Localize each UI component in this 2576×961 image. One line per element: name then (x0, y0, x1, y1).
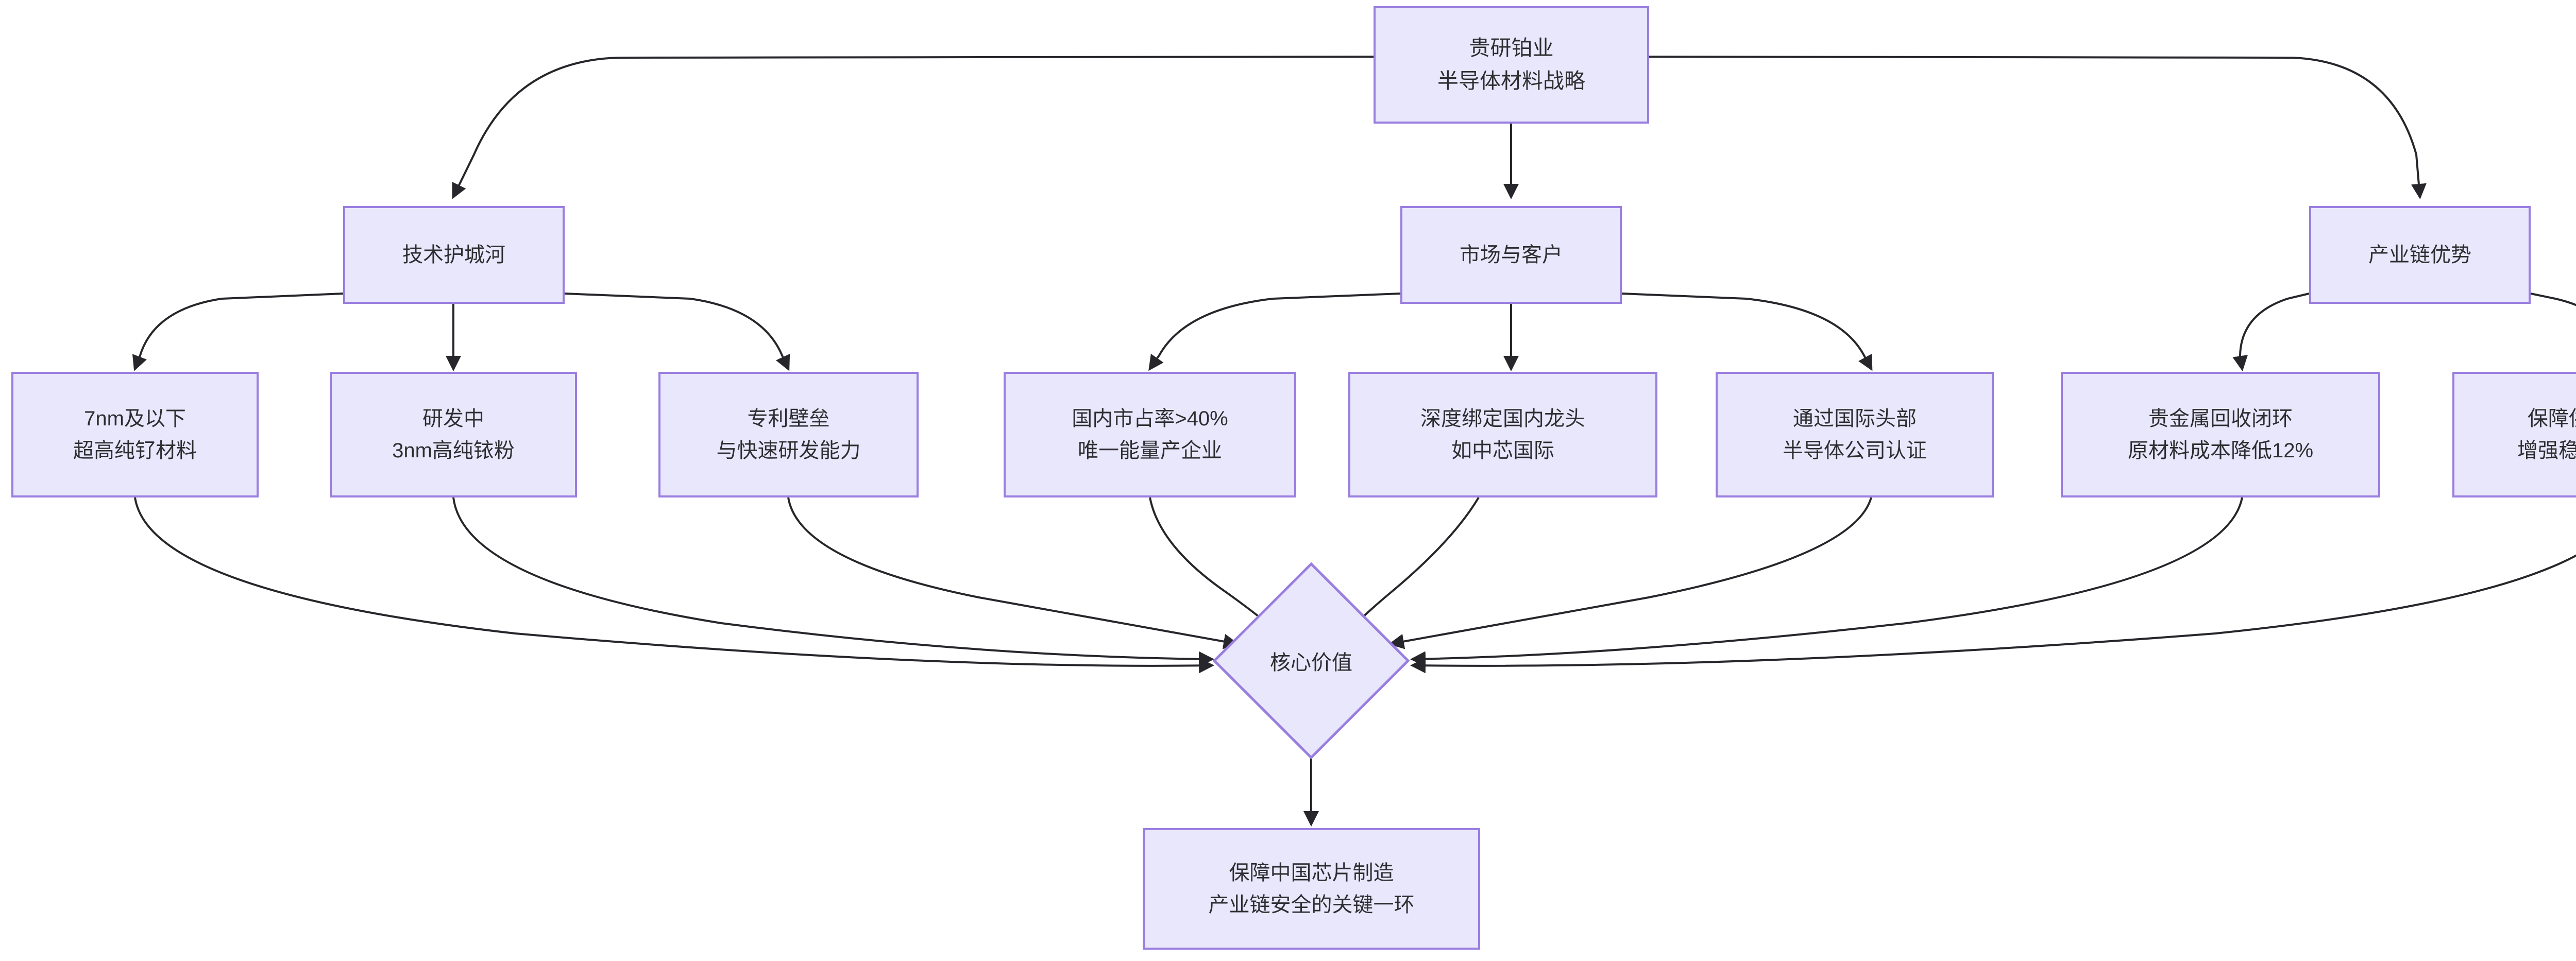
node-leaf-smic[interactable]: 深度绑定国内龙头 如中芯国际 (1348, 372, 1657, 497)
edge-leaf-cert-to-core (1388, 497, 1872, 649)
node-leaf-patent-line1: 专利壁垒 (747, 407, 830, 430)
node-branch-chain[interactable]: 产业链优势 (2309, 206, 2531, 304)
node-leaf-patent-line2: 与快速研发能力 (716, 439, 861, 462)
node-leaf-share[interactable]: 国内市占率>40% 唯一能量产企业 (1004, 372, 1296, 497)
node-branch-market-label: 市场与客户 (1460, 244, 1563, 266)
edge-chain-to-leaf-supply (2530, 293, 2576, 306)
edge-market-to-leaf-cert (1621, 293, 1873, 371)
node-leaf-ru-line2: 超高纯钌材料 (73, 439, 197, 462)
node-leaf-smic-line1: 深度绑定国内龙头 (1420, 407, 1585, 430)
node-leaf-ru[interactable]: 7nm及以下 超高纯钌材料 (11, 372, 259, 497)
node-root[interactable]: 贵研铂业 半导体材料战略 (1374, 6, 1649, 124)
edge-market-to-leaf-share (1148, 293, 1401, 371)
node-outcome-line1: 保障中国芯片制造 (1229, 862, 1394, 884)
node-leaf-cert-line1: 通过国际头部 (1793, 407, 1917, 430)
node-core-value-label: 核心价值 (1270, 651, 1352, 674)
node-branch-chain-label: 产业链优势 (2368, 244, 2471, 266)
edge-root-to-branch-tech (452, 56, 1374, 199)
edge-leaf-ru-to-core (134, 497, 1214, 674)
node-leaf-ir[interactable]: 研发中 3nm高纯铱粉 (330, 372, 577, 497)
node-leaf-share-line2: 唯一能量产企业 (1078, 439, 1222, 462)
node-leaf-recycle-line1: 贵金属回收闭环 (2148, 407, 2293, 430)
node-leaf-smic-line2: 如中芯国际 (1451, 439, 1554, 462)
node-leaf-patent[interactable]: 专利壁垒 与快速研发能力 (658, 372, 919, 497)
node-outcome-line2: 产业链安全的关键一环 (1208, 894, 1415, 916)
node-leaf-recycle[interactable]: 贵金属回收闭环 原材料成本降低12% (2061, 372, 2380, 497)
node-branch-tech-label: 技术护城河 (402, 244, 505, 266)
node-branch-market[interactable]: 市场与客户 (1400, 206, 1622, 304)
node-leaf-share-line1: 国内市占率>40% (1072, 407, 1228, 430)
node-leaf-supply[interactable]: 保障供应链安全 增强稳定性与韧性 (2452, 372, 2576, 497)
node-leaf-cert[interactable]: 通过国际头部 半导体公司认证 (1716, 372, 1994, 497)
node-branch-tech[interactable]: 技术护城河 (343, 206, 565, 304)
diamond-shape (1212, 562, 1410, 760)
node-outcome[interactable]: 保障中国芯片制造 产业链安全的关键一环 (1143, 828, 1480, 950)
edge-root-to-branch-chain (1648, 56, 2427, 199)
node-leaf-ir-line2: 3nm高纯铱粉 (392, 439, 515, 462)
node-core-value[interactable]: 核心价值 (1212, 561, 1411, 760)
edge-leaf-patent-to-core (787, 497, 1239, 649)
node-leaf-cert-line2: 半导体公司认证 (1783, 439, 1927, 462)
node-leaf-recycle-line2: 原材料成本降低12% (2127, 439, 2314, 462)
edge-leaf-supply-to-core (1410, 554, 2576, 674)
edge-leaf-ir-to-core (452, 497, 1214, 667)
node-leaf-ir-line1: 研发中 (422, 407, 484, 430)
node-leaf-supply-line1: 保障供应链安全 (2528, 407, 2576, 430)
node-root-line2: 半导体材料战略 (1437, 69, 1585, 93)
node-root-line1: 贵研铂业 (1469, 36, 1554, 60)
edge-leaf-recycle-to-core (1410, 497, 2243, 667)
edge-tech-to-leaf-patent (564, 293, 790, 371)
node-leaf-supply-line2: 增强稳定性与韧性 (2517, 439, 2576, 462)
node-leaf-ru-line1: 7nm及以下 (84, 407, 186, 430)
edge-chain-to-leaf-recycle (2232, 293, 2310, 371)
edge-tech-to-leaf-ru (132, 293, 344, 371)
